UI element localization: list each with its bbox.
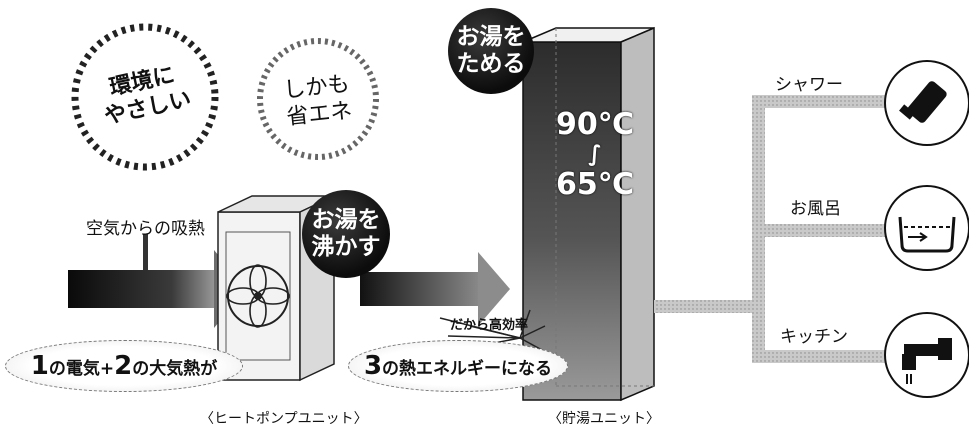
formula-one: 1 bbox=[30, 351, 49, 381]
eco-badge-ring bbox=[71, 23, 219, 171]
boil-step-line1: お湯を bbox=[311, 207, 381, 233]
store-step-circle: お湯を ためる bbox=[448, 8, 534, 94]
energy-badge: しかも 省エネ bbox=[265, 69, 370, 133]
boil-step-circle: お湯を 沸かす bbox=[302, 190, 390, 278]
fan-icon bbox=[226, 264, 290, 328]
heat-pump-caption: 〈ヒートポンプユニット〉 bbox=[200, 411, 368, 427]
temperature-readout: 90℃ ∫ 65℃ bbox=[550, 108, 640, 202]
shower-icon bbox=[884, 60, 969, 146]
energy-badge-ring bbox=[257, 38, 379, 160]
hot-water-tank bbox=[522, 26, 655, 402]
bathtub-icon bbox=[884, 185, 969, 271]
boil-step-line2: 沸かす bbox=[311, 234, 381, 260]
temperature-tilde: ∫ bbox=[588, 142, 602, 167]
result-three: 3 bbox=[363, 351, 383, 381]
store-step-line2: ためる bbox=[456, 51, 526, 77]
temperature-low: 65℃ bbox=[555, 167, 635, 202]
result-ellipse: 3 の熱エネルギーになる bbox=[348, 340, 568, 392]
faucet-icon bbox=[884, 312, 969, 398]
shower-label: シャワー bbox=[775, 75, 843, 95]
kitchen-label: キッチン bbox=[780, 327, 848, 347]
efficiency-label: だから高効率 bbox=[450, 318, 529, 333]
formula-ellipse: 1 の電気+ 2 の大気熱が bbox=[5, 340, 243, 392]
bath-label: お風呂 bbox=[790, 199, 841, 219]
tank-caption: 〈貯湯ユニット〉 bbox=[548, 411, 660, 427]
heat-absorb-label: 空気からの吸熱 bbox=[86, 219, 205, 239]
result-text: の熱エネルギーになる bbox=[382, 358, 553, 379]
formula-part2: の大気熱が bbox=[132, 358, 218, 379]
heat-output-arrow bbox=[360, 252, 510, 326]
store-step-line1: お湯を bbox=[456, 24, 526, 50]
formula-two: 2 bbox=[114, 351, 133, 381]
temperature-high: 90℃ bbox=[555, 107, 635, 142]
formula-part1: の電気+ bbox=[48, 358, 115, 379]
supply-pipes bbox=[654, 95, 887, 363]
